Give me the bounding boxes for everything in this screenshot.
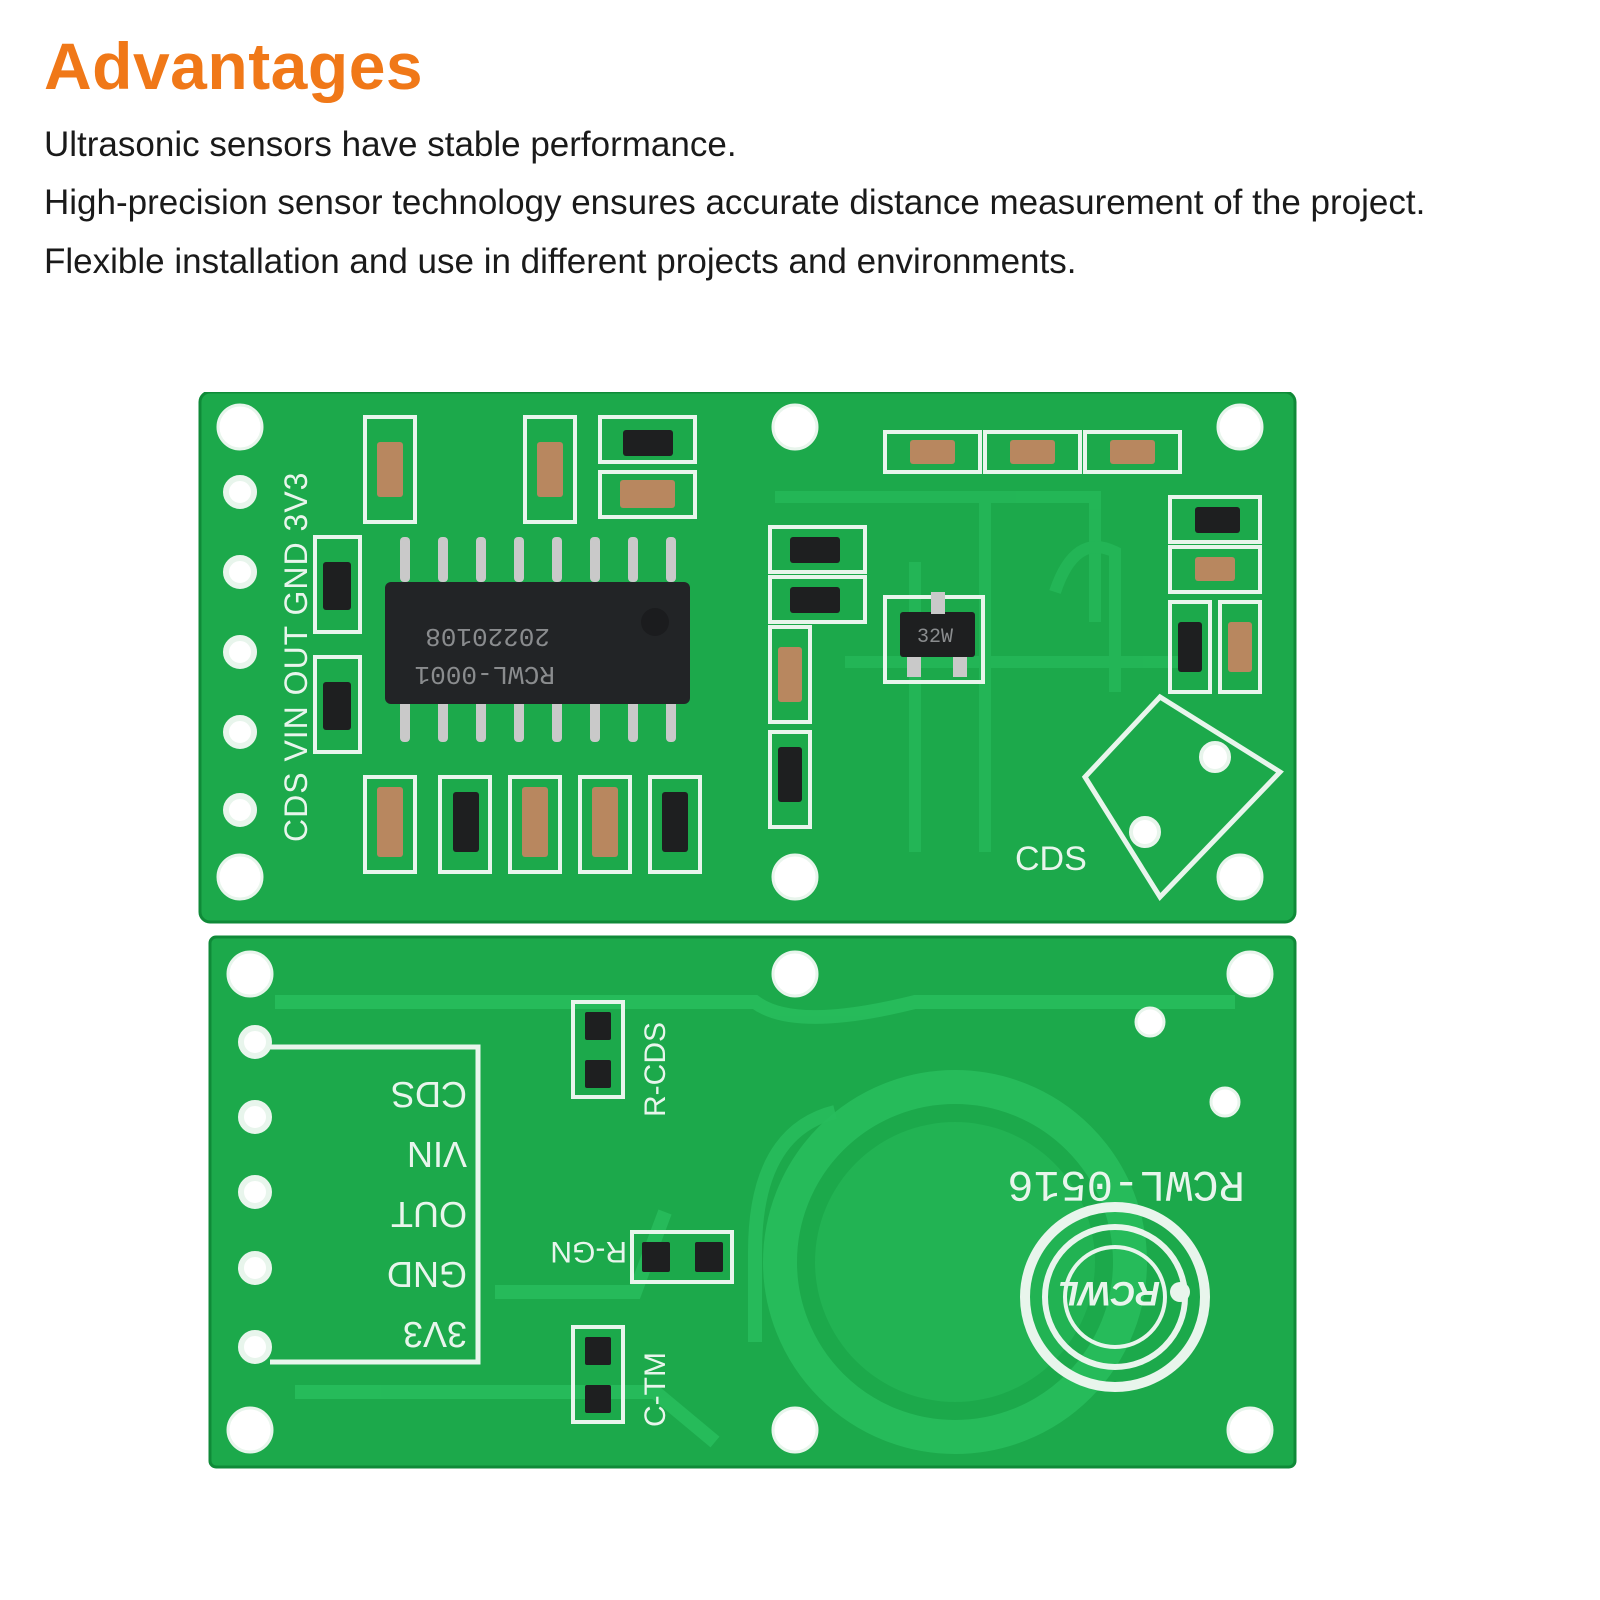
back-header-pins (238, 1025, 272, 1364)
pad-label-r-gn: R-GN (550, 1235, 627, 1268)
transistor-code: 32W (917, 626, 953, 649)
advantage-point-1: Ultrasonic sensors have stable performan… (44, 125, 737, 164)
chip-part-number: RCWL-0001 (415, 659, 555, 689)
chip-date-code: 20220108 (425, 621, 550, 651)
back-pin-label-cds: CDS (391, 1074, 467, 1115)
header-pins (223, 475, 257, 827)
back-mounting-holes (226, 950, 1274, 1454)
back-pin-label-3v3: 3V3 (403, 1314, 467, 1355)
logo-text: RCWL (1058, 1274, 1160, 1312)
back-pads (571, 1000, 734, 1424)
advantage-point-3: Flexible installation and use in differe… (44, 242, 1077, 281)
mounting-holes (216, 403, 1264, 901)
ic-chip: 20220108 RCWL-0001 (385, 537, 690, 742)
back-pin-label-vin: VIN (407, 1134, 467, 1175)
back-pin-label-out: OUT (391, 1194, 467, 1235)
model-number: RCWL-0516 (1007, 1158, 1245, 1208)
back-pin-label-gnd: GND (387, 1254, 467, 1295)
front-pin-labels: CDS VIN OUT GND 3V3 (278, 472, 314, 842)
pad-label-r-cds: R-CDS (639, 1022, 672, 1117)
pcb-back: CDS VIN OUT GND 3V3 R-CDS R-GN C-TM R (208, 935, 1297, 1469)
rcwl-logo: RCWL (1020, 1202, 1210, 1392)
product-photo: CDS VIN OUT GND 3V3 20220108 RCWL-0001 (198, 392, 1297, 1469)
transistor: 32W (883, 592, 985, 684)
back-pin-labels: CDS VIN OUT GND 3V3 (387, 1074, 467, 1355)
pad-label-c-tm: C-TM (639, 1352, 672, 1427)
smd-components-front (313, 415, 1262, 874)
advantage-point-2: High-precision sensor technology ensures… (44, 183, 1426, 222)
front-cds-label: CDS (1015, 840, 1087, 878)
heading: Advantages (44, 29, 424, 103)
antenna-outline (1081, 693, 1284, 902)
pcb-front: CDS VIN OUT GND 3V3 20220108 RCWL-0001 (198, 392, 1297, 924)
